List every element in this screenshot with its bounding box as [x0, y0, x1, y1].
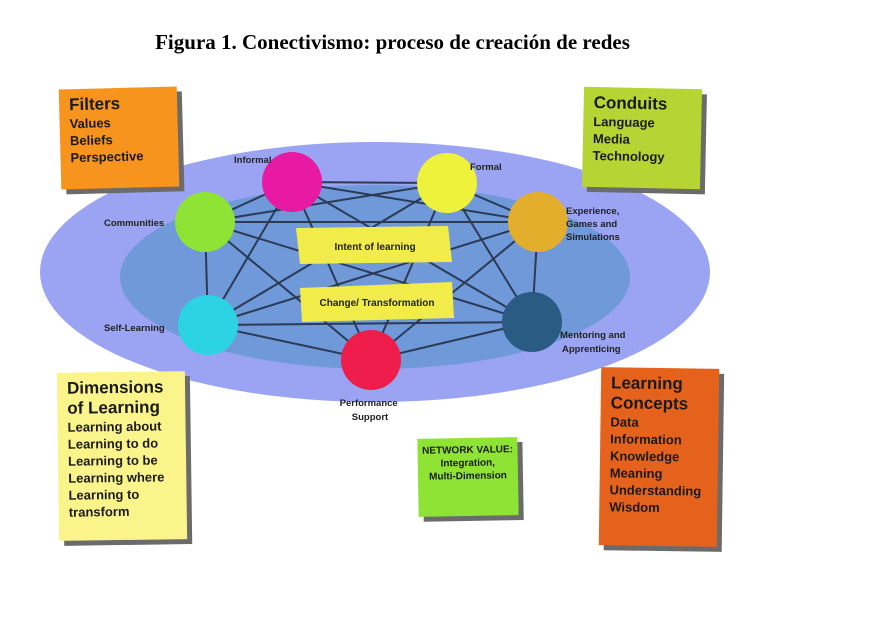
note-dimensions-title: Dimensions of Learning: [66, 377, 164, 418]
label-self-learning: Self-Learning: [104, 323, 165, 334]
note-conduits-title: Conduits: [593, 92, 668, 114]
label-experience-line1: Experience,: [566, 206, 619, 217]
edge-mentoring-communities: [204, 221, 533, 323]
note-concepts-item: Data: [610, 414, 639, 430]
label-mentoring: Mentoring and Apprenticing: [560, 330, 628, 355]
label-mentoring-line2: Apprenticing: [562, 344, 621, 355]
node-formal: [417, 153, 477, 213]
edge-formal-performance: [370, 182, 448, 361]
note-dimensions-item: Learning to be: [67, 452, 158, 469]
label-experience-line2: Games and: [566, 219, 617, 230]
note-concepts-title: Learning Concepts: [610, 373, 689, 414]
edge-informal-performance: [291, 181, 372, 361]
label-performance: Performance Support: [340, 398, 401, 423]
label-experience-line3: Simulations: [566, 232, 620, 243]
note-conduits-item: Technology: [592, 147, 665, 165]
note-dimensions-item: Learning to do: [67, 435, 159, 452]
note-filters: Filters Values Beliefs Perspective: [58, 86, 180, 190]
note-network-item: Multi-Dimension: [429, 470, 507, 483]
node-performance: [341, 330, 401, 390]
note-dimensions-item: Learning about: [67, 418, 162, 435]
note-dimensions-of-learning: Dimensions of Learning Learning about Le…: [56, 371, 188, 541]
note-dimensions-item: Learning where: [68, 469, 165, 486]
network-nodes: [175, 152, 568, 390]
edge-formal-communities: [204, 182, 448, 223]
note-concepts-item: Wisdom: [609, 499, 660, 516]
note-learning-concepts: Learning Concepts Data Information Knowl…: [598, 367, 720, 547]
note-filters-title: Filters: [68, 93, 121, 115]
label-formal: Formal: [470, 162, 502, 173]
label-experience: Experience, Games and Simulations: [566, 206, 622, 243]
note-dimensions-item: Learning to transform: [68, 486, 140, 520]
note-conduits: Conduits Language Media Technology: [581, 86, 703, 190]
note-network-title: NETWORK VALUE:: [421, 444, 514, 457]
label-informal: Informal: [234, 155, 271, 166]
label-mentoring-line1: Mentoring and: [560, 330, 626, 341]
note-concepts-item: Meaning: [609, 465, 663, 482]
intent-box: [296, 226, 452, 264]
label-performance-line2: Support: [352, 412, 389, 423]
note-concepts-item: Knowledge: [609, 448, 680, 465]
intent-label: Intent of learning: [334, 242, 415, 253]
note-concepts-item: Understanding: [609, 482, 702, 499]
note-concepts-item: Information: [610, 431, 682, 448]
node-communities: [175, 192, 235, 252]
edge-mentoring-self-learning: [207, 321, 533, 326]
node-mentoring: [502, 292, 562, 352]
note-network-value: NETWORK VALUE: Integration, Multi-Dimens…: [417, 437, 519, 517]
edge-performance-communities: [204, 221, 372, 361]
note-conduits-item: Language: [593, 113, 655, 131]
node-experience: [508, 192, 568, 252]
label-communities: Communities: [104, 218, 164, 229]
figure-caption: Figura 1. Conectivismo: proceso de creac…: [155, 30, 630, 54]
node-self-learning: [178, 295, 238, 355]
node-informal: [262, 152, 322, 212]
change-box: [300, 282, 454, 322]
label-performance-line1: Performance: [340, 398, 398, 409]
edge-experience-performance: [370, 221, 539, 361]
note-conduits-item: Media: [592, 130, 630, 147]
note-filters-item: Perspective: [70, 148, 144, 166]
change-label: Change/ Transformation: [319, 298, 434, 309]
